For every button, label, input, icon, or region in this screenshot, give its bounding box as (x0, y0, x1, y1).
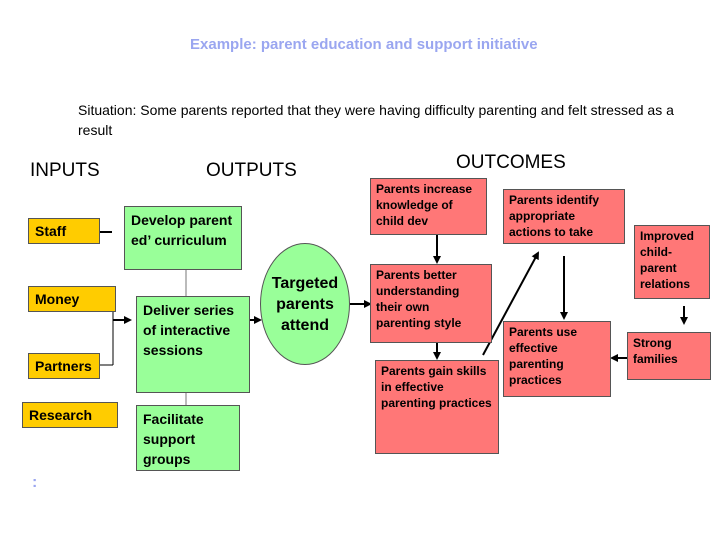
outcome-strong-families: Strong families (627, 332, 711, 380)
output-develop-curriculum: Develop parent ed’ curriculum (124, 206, 242, 270)
outcome-understanding: Parents better understanding their own p… (370, 264, 492, 343)
slide-title: Example: parent education and support in… (190, 36, 538, 53)
inputs-heading: INPUTS (30, 160, 100, 181)
outputs-heading: OUTPUTS (206, 160, 297, 181)
footer-mark: : (32, 474, 38, 491)
input-partners: Partners (28, 353, 100, 379)
output-support-groups: Facilitate support groups (136, 405, 240, 471)
targeted-parents-label: Targeted parents attend (271, 274, 339, 334)
outcomes-heading: OUTCOMES (456, 152, 566, 173)
outcome-identify: Parents identify appropriate actions to … (503, 189, 625, 244)
input-research: Research (22, 402, 118, 428)
situation-text: Situation: Some parents reported that th… (78, 102, 674, 138)
outcome-knowledge: Parents increase knowledge of child dev (370, 178, 487, 235)
input-staff: Staff (28, 218, 100, 244)
outcome-improved-relations: Improved child-parent relations (634, 225, 710, 299)
targeted-parents-oval: Targeted parents attend (260, 243, 350, 365)
input-money: Money (28, 286, 116, 312)
outcome-use-practices: Parents use effective parenting practice… (503, 321, 611, 397)
outcome-skills: Parents gain skills in effective parenti… (375, 360, 499, 454)
output-deliver-sessions: Deliver series of interactive sessions (136, 296, 250, 393)
